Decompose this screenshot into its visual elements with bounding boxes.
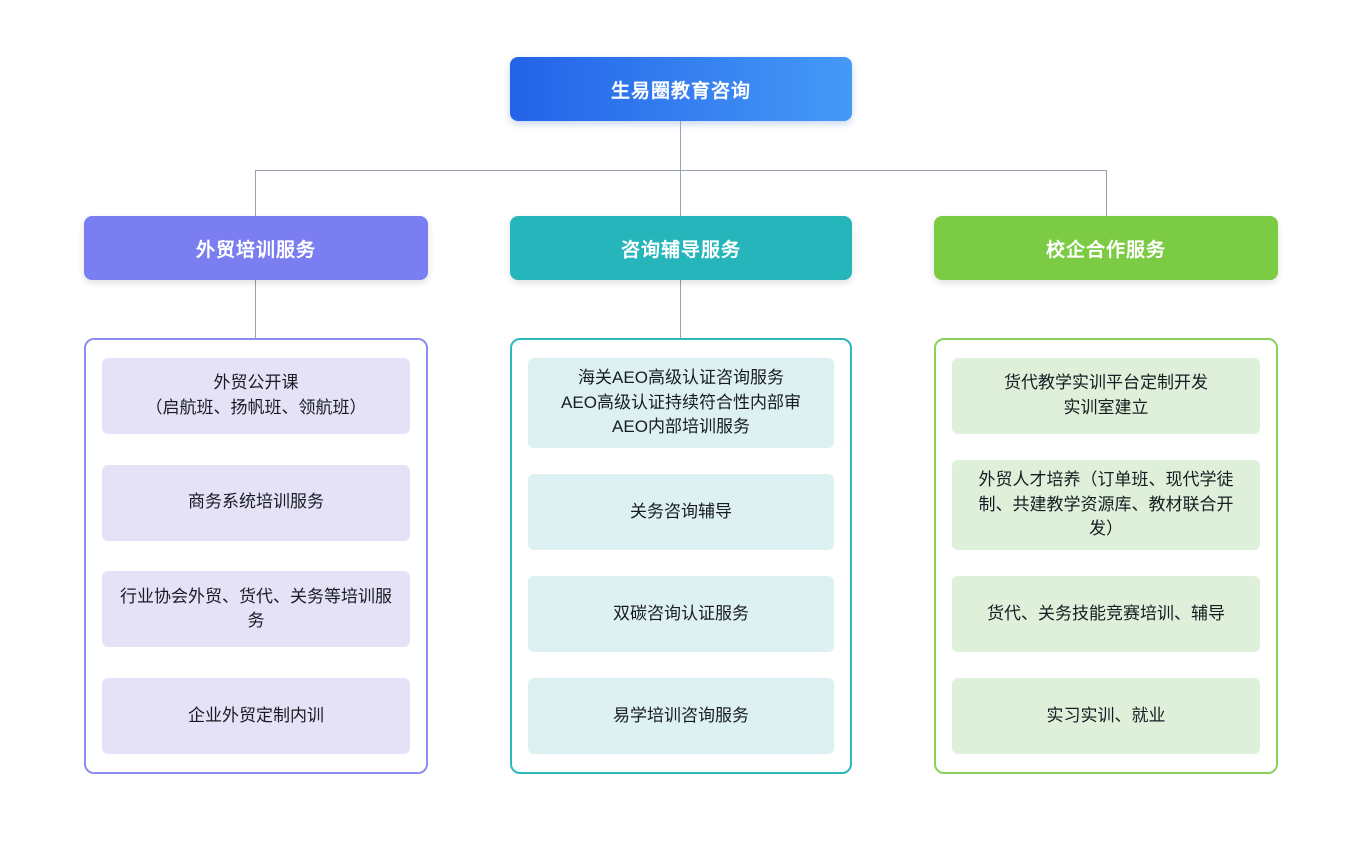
service-item: 易学培训咨询服务 <box>528 677 834 754</box>
branch-header-label: 咨询辅导服务 <box>620 239 741 261</box>
branch-header-school-enterprise-cooperation: 校企合作服务 <box>934 216 1278 280</box>
connector-branch2-panel <box>680 280 681 338</box>
connector-root-drop <box>680 121 681 170</box>
branch-panel-foreign-trade-training: 外贸公开课 （启航班、扬帆班、领航班） 商务系统培训服务 行业协会外贸、货代、关… <box>84 338 428 774</box>
service-item: 货代、关务技能竞赛培训、辅导 <box>952 575 1260 652</box>
service-item: 货代教学实训平台定制开发 实训室建立 <box>952 358 1260 434</box>
service-item: 双碳咨询认证服务 <box>528 575 834 652</box>
connector-branch3-drop <box>1106 170 1107 216</box>
connector-branch1-drop <box>255 170 256 216</box>
service-item: 商务系统培训服务 <box>102 464 410 541</box>
service-item: 外贸公开课 （启航班、扬帆班、领航班） <box>102 358 410 434</box>
root-node-label: 生易圈教育咨询 <box>610 80 751 102</box>
service-item: 行业协会外贸、货代、关务等培训服务 <box>102 571 410 648</box>
branch-panel-consulting-coaching: 海关AEO高级认证咨询服务 AEO高级认证持续符合性内部审 AEO内部培训服务 … <box>510 338 852 774</box>
branch-header-label: 校企合作服务 <box>1045 239 1166 261</box>
connector-horizontal <box>255 170 1107 171</box>
service-item: 企业外贸定制内训 <box>102 677 410 754</box>
branch-header-consulting-coaching: 咨询辅导服务 <box>510 216 852 280</box>
branch-header-label: 外贸培训服务 <box>195 239 316 261</box>
branch-panel-school-enterprise-cooperation: 货代教学实训平台定制开发 实训室建立 外贸人才培养（订单班、现代学徒制、共建教学… <box>934 338 1278 774</box>
service-item: 海关AEO高级认证咨询服务 AEO高级认证持续符合性内部审 AEO内部培训服务 <box>528 358 834 448</box>
branch-header-foreign-trade-training: 外贸培训服务 <box>84 216 428 280</box>
service-item: 实习实训、就业 <box>952 677 1260 754</box>
connector-branch2-drop <box>680 170 681 216</box>
root-node: 生易圈教育咨询 <box>510 57 852 121</box>
service-item: 关务咨询辅导 <box>528 473 834 550</box>
connector-branch1-panel <box>255 280 256 338</box>
service-item: 外贸人才培养（订单班、现代学徒制、共建教学资源库、教材联合开发） <box>952 460 1260 550</box>
